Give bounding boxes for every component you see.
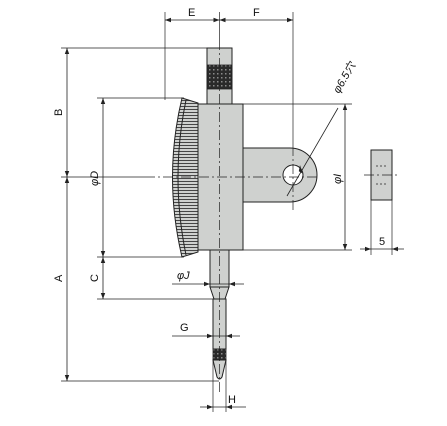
- label-H: H: [228, 394, 236, 406]
- bezel-inner-edge: [177, 99, 187, 256]
- label-A: A: [53, 274, 65, 282]
- label-F: F: [253, 7, 260, 19]
- label-E: E: [188, 7, 195, 19]
- label-I: φI: [332, 174, 344, 184]
- mounting-lug: [242, 147, 318, 203]
- label-B: B: [53, 109, 65, 116]
- label-D: φD: [89, 171, 101, 186]
- gauge-body: [172, 47, 318, 380]
- side-view: [364, 149, 399, 201]
- label-J: φJ: [177, 270, 190, 282]
- label-G: G: [180, 322, 189, 334]
- label-hole: φ6.5穴: [330, 59, 358, 95]
- bezel: [172, 97, 199, 258]
- extension-lines: [61, 12, 393, 412]
- center-lines: [145, 40, 318, 392]
- dimension-lines: [64, 17, 404, 410]
- label-thickness: 5: [379, 236, 385, 248]
- label-C: C: [89, 274, 101, 282]
